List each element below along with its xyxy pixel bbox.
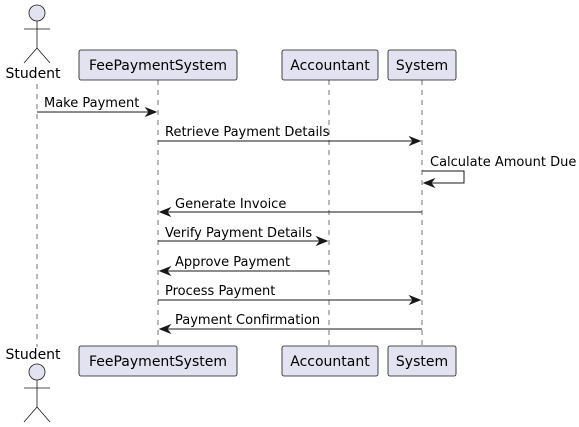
arrow-head — [158, 206, 172, 218]
message-label: Payment Confirmation — [175, 313, 320, 328]
accountant-box-bottom: Accountant — [281, 345, 379, 377]
actor-leg-right — [36, 47, 51, 64]
arrow-head — [158, 323, 172, 335]
message-verify-payment-details: Verify Payment Details — [158, 226, 329, 247]
message-process-payment: Process Payment — [158, 284, 422, 306]
accountant-label-top: Accountant — [290, 58, 370, 74]
system-box-top: System — [387, 49, 457, 81]
actor-leg-left — [23, 406, 38, 423]
arrow-head — [408, 135, 422, 147]
accountant-label-bottom: Accountant — [290, 354, 370, 370]
fee-payment-system-label-top: FeePaymentSystem — [89, 58, 227, 74]
system-label-top: System — [396, 58, 448, 74]
arrow-head — [315, 235, 329, 247]
message-label: Verify Payment Details — [165, 226, 312, 241]
message-label: Make Payment — [44, 96, 139, 111]
message-retrieve-payment-details: Retrieve Payment Details — [158, 125, 422, 147]
student-actor-top: Student — [5, 4, 61, 82]
message-make-payment: Make Payment — [37, 96, 158, 118]
actor-leg-right — [36, 406, 51, 423]
actor-leg-left — [23, 47, 38, 64]
student-label-top: Student — [5, 66, 61, 82]
message-payment-confirmation: Payment Confirmation — [158, 313, 422, 335]
message-label: Approve Payment — [175, 255, 290, 270]
arrow-head — [422, 177, 436, 189]
arrow-head — [158, 265, 172, 277]
message-generate-invoice: Generate Invoice — [158, 197, 422, 218]
arrow-head — [408, 294, 422, 306]
student-label-bottom: Student — [5, 347, 61, 363]
fee-payment-system-box-bottom: FeePaymentSystem — [78, 345, 238, 377]
message-label: Generate Invoice — [175, 197, 286, 212]
actor-head — [28, 363, 46, 381]
accountant-box-top: Accountant — [281, 49, 379, 81]
message-calculate-amount-due: Calculate Amount Due — [422, 155, 576, 189]
message-approve-payment: Approve Payment — [158, 255, 329, 277]
message-label: Retrieve Payment Details — [165, 125, 330, 140]
message-label: Process Payment — [165, 284, 275, 299]
actor-head — [28, 4, 46, 22]
system-label-bottom: System — [396, 354, 448, 370]
fee-payment-system-box-top: FeePaymentSystem — [78, 49, 238, 81]
fee-payment-system-label-bottom: FeePaymentSystem — [89, 354, 227, 370]
student-actor-bottom: Student — [5, 347, 61, 423]
message-label: Calculate Amount Due — [430, 155, 576, 170]
arrow-head — [144, 106, 158, 118]
system-box-bottom: System — [387, 345, 457, 377]
